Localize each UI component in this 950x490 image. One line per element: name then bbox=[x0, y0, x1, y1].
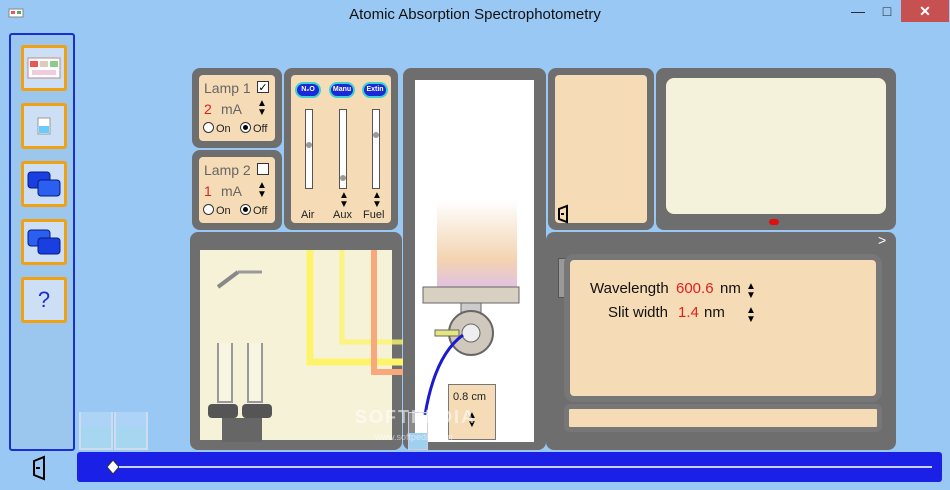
flame-chamber bbox=[415, 80, 534, 442]
tube-stand bbox=[222, 418, 262, 442]
nebulizer-burner bbox=[422, 286, 520, 416]
air-label: Air bbox=[301, 209, 315, 221]
sample-tube-2 bbox=[247, 343, 263, 403]
burner-height-stepper[interactable]: ▲▼ bbox=[467, 410, 477, 430]
wavelength-stepper[interactable]: ▲▼ bbox=[746, 281, 756, 301]
air-flow-slider[interactable] bbox=[305, 109, 313, 189]
manual-button[interactable]: Manu bbox=[329, 82, 355, 98]
lamp2-off-radio[interactable]: Off bbox=[240, 204, 267, 217]
watermark-text: SOFTPEDIA bbox=[355, 407, 477, 427]
slit-width-label: Slit width bbox=[608, 304, 669, 321]
fuel-flow-thumb[interactable] bbox=[373, 132, 379, 138]
extinguish-button[interactable]: Extin bbox=[362, 82, 388, 98]
lamp1-current-stepper[interactable]: ▲▼ bbox=[257, 98, 267, 118]
detector-exit-icon[interactable] bbox=[556, 204, 572, 224]
sample-beaker-small bbox=[408, 412, 428, 450]
aux-label: Aux bbox=[333, 209, 352, 221]
burner-height-control: 0.8 cm ▲▼ bbox=[448, 384, 496, 440]
toolbar-instrument-button[interactable] bbox=[21, 45, 67, 91]
flame bbox=[437, 200, 517, 300]
title-bar bbox=[0, 0, 950, 31]
lamp2-label: Lamp 2 bbox=[204, 162, 251, 178]
timeline-thumb[interactable] bbox=[106, 459, 120, 475]
lamp1-label: Lamp 1 bbox=[204, 80, 251, 96]
fuel-label: Fuel bbox=[363, 209, 385, 221]
readout-panel bbox=[656, 68, 896, 230]
fuel-stepper[interactable]: ▲▼ bbox=[372, 190, 382, 210]
toolbar-window-button[interactable] bbox=[21, 161, 67, 207]
air-flow-thumb[interactable] bbox=[306, 142, 312, 148]
slit-width-value: 1.4 bbox=[678, 304, 699, 321]
toolbar-sample-button[interactable] bbox=[21, 103, 67, 149]
slit-width-stepper[interactable]: ▲▼ bbox=[746, 305, 756, 325]
fuel-flow-slider[interactable] bbox=[372, 109, 380, 189]
lamp2-checkbox[interactable] bbox=[257, 163, 269, 175]
lamp1-checkbox[interactable]: ✓ bbox=[257, 81, 269, 94]
lamp2-current-unit: mA bbox=[221, 183, 242, 199]
maximize-button[interactable]: □ bbox=[882, 3, 892, 19]
burner-height-value: 0.8 cm bbox=[453, 391, 487, 403]
gas-control-panel: N₂O Manu Extin ▲▼ ▲▼ Air Aux Fuel bbox=[284, 68, 398, 230]
watermark-subtext: www.softpedia.com bbox=[375, 432, 453, 442]
lamp2-panel: Lamp 2 1 mA ▲▼ On Off bbox=[192, 150, 282, 230]
close-button[interactable]: ✕ bbox=[901, 0, 949, 22]
lamp1-current-unit: mA bbox=[221, 101, 242, 117]
standard-beaker-1[interactable] bbox=[79, 412, 113, 450]
sample-tube-1 bbox=[217, 343, 233, 403]
help-button[interactable]: ? bbox=[21, 277, 67, 323]
lamp2-on-radio[interactable]: On bbox=[203, 204, 231, 217]
tube-holder-1 bbox=[208, 404, 238, 418]
monochromator-display: Wavelength 600.6 nm ▲▼ Slit width 1.4 nm… bbox=[564, 254, 882, 402]
left-toolbar: ? bbox=[9, 33, 75, 451]
aux-flow-thumb[interactable] bbox=[340, 175, 346, 181]
wavelength-label: Wavelength bbox=[590, 280, 669, 297]
exit-icon[interactable] bbox=[30, 455, 50, 481]
toolbar-windows-button[interactable] bbox=[21, 219, 67, 265]
readout-screen bbox=[666, 78, 886, 214]
minimize-button[interactable]: — bbox=[851, 3, 865, 19]
detector-panel bbox=[548, 68, 654, 230]
lamp1-on-radio[interactable]: On bbox=[203, 122, 231, 135]
mono-base bbox=[564, 404, 882, 432]
slit-width-unit: nm bbox=[704, 304, 725, 321]
app-icon bbox=[8, 6, 24, 20]
window-title: Atomic Absorption Spectrophotometry bbox=[349, 6, 601, 23]
aux-flow-slider[interactable] bbox=[339, 109, 347, 189]
wavelength-unit: nm bbox=[720, 280, 741, 297]
lamp1-off-radio[interactable]: Off bbox=[240, 122, 267, 135]
expand-button[interactable]: > bbox=[878, 232, 887, 248]
lamp2-current-value: 1 bbox=[204, 183, 212, 199]
lamp1-current-value: 2 bbox=[204, 101, 212, 117]
monochromator-panel: > Wavelength 600.6 nm ▲▼ Slit width 1.4 … bbox=[546, 232, 896, 450]
wavelength-value: 600.6 bbox=[676, 280, 714, 297]
aux-stepper[interactable]: ▲▼ bbox=[339, 190, 349, 210]
tube-holder-2 bbox=[242, 404, 272, 418]
lamp1-panel: Lamp 1 ✓ 2 mA ▲▼ On Off bbox=[192, 68, 282, 148]
power-led bbox=[769, 219, 779, 225]
timeline-bar[interactable] bbox=[77, 452, 942, 482]
lamp2-current-stepper[interactable]: ▲▼ bbox=[257, 180, 267, 200]
timeline-track bbox=[117, 466, 932, 468]
n2o-button[interactable]: N₂O bbox=[295, 82, 321, 98]
standard-beaker-2[interactable] bbox=[114, 412, 148, 450]
